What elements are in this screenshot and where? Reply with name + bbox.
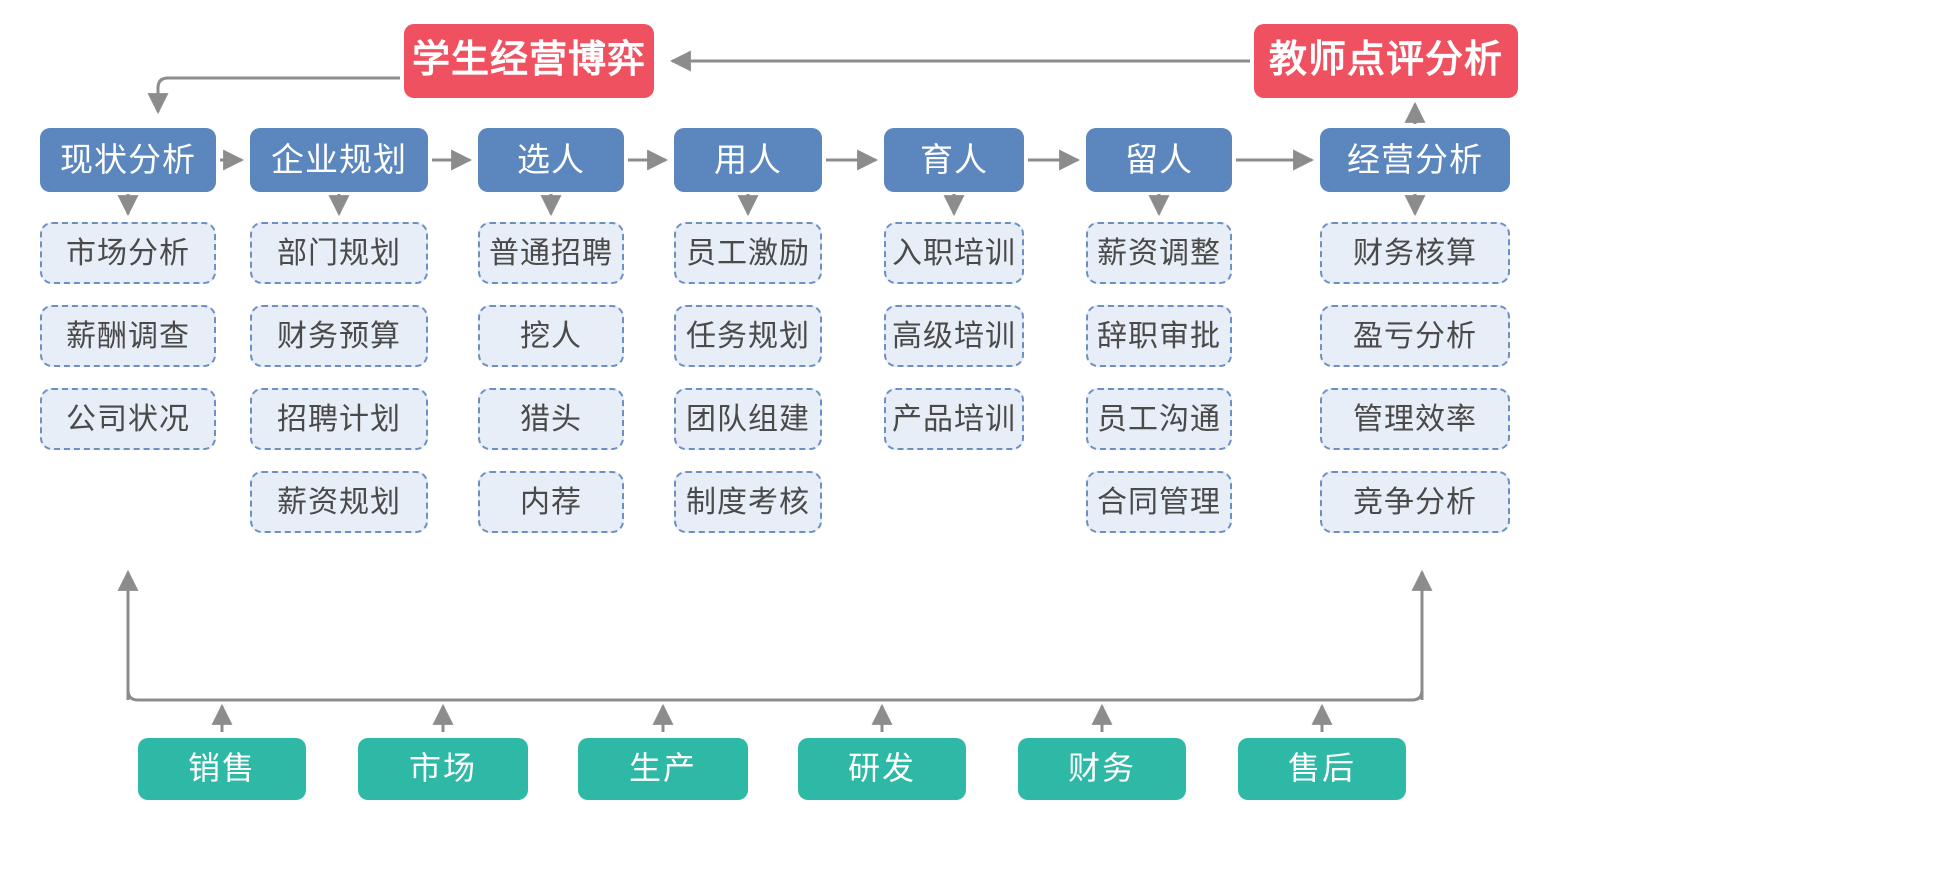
node-stage-current-analysis[interactable]: 现状分析 (40, 128, 216, 192)
item-label: 公司状况 (66, 402, 190, 436)
node-stage-enterprise-plan[interactable]: 企业规划 (250, 128, 428, 192)
item-salary-survey[interactable]: 薪酬调查 (40, 305, 216, 367)
node-label: 育人 (920, 140, 988, 178)
item-label: 市场分析 (66, 236, 190, 270)
item-general-recruit[interactable]: 普通招聘 (478, 222, 624, 284)
item-team-building[interactable]: 团队组建 (674, 388, 822, 450)
node-dept-aftersales[interactable]: 售后 (1238, 738, 1406, 800)
node-label: 学生经营博弈 (411, 39, 646, 82)
item-onboarding-training[interactable]: 入职培训 (884, 222, 1024, 284)
node-label: 选人 (517, 140, 585, 178)
node-dept-rnd[interactable]: 研发 (798, 738, 966, 800)
item-label: 辞职审批 (1097, 319, 1221, 353)
item-label: 高级培训 (892, 319, 1016, 353)
item-management-efficiency[interactable]: 管理效率 (1320, 388, 1510, 450)
item-market-analysis[interactable]: 市场分析 (40, 222, 216, 284)
node-stage-retain-people[interactable]: 留人 (1086, 128, 1232, 192)
item-label: 制度考核 (686, 485, 810, 519)
item-referral[interactable]: 内荐 (478, 471, 624, 533)
item-profit-loss-analysis[interactable]: 盈亏分析 (1320, 305, 1510, 367)
item-label: 员工激励 (686, 236, 810, 270)
item-label: 员工沟通 (1097, 402, 1221, 436)
item-label: 薪资调整 (1097, 236, 1221, 270)
item-label: 任务规划 (686, 319, 810, 353)
node-dept-sales[interactable]: 销售 (138, 738, 306, 800)
item-task-planning[interactable]: 任务规划 (674, 305, 822, 367)
node-dept-market[interactable]: 市场 (358, 738, 528, 800)
node-label: 现状分析 (60, 140, 196, 178)
node-teacher-review[interactable]: 教师点评分析 (1254, 24, 1518, 98)
item-employee-communication[interactable]: 员工沟通 (1086, 388, 1232, 450)
node-label: 留人 (1125, 140, 1193, 178)
item-poaching[interactable]: 挖人 (478, 305, 624, 367)
item-advanced-training[interactable]: 高级培训 (884, 305, 1024, 367)
item-financial-accounting[interactable]: 财务核算 (1320, 222, 1510, 284)
edge-student-to-current (147, 76, 400, 115)
node-label: 用人 (714, 140, 782, 178)
item-contract-management[interactable]: 合同管理 (1086, 471, 1232, 533)
node-label: 销售 (187, 750, 256, 787)
item-finance-budget[interactable]: 财务预算 (250, 305, 428, 367)
node-label: 企业规划 (271, 140, 407, 178)
item-department-plan[interactable]: 部门规划 (250, 222, 428, 284)
node-student-game[interactable]: 学生经营博弈 (404, 24, 654, 98)
node-label: 教师点评分析 (1268, 39, 1503, 82)
item-label: 普通招聘 (489, 236, 613, 270)
item-product-training[interactable]: 产品培训 (884, 388, 1024, 450)
item-label: 招聘计划 (277, 402, 401, 436)
node-label: 市场 (408, 750, 477, 787)
item-salary-plan[interactable]: 薪资规划 (250, 471, 428, 533)
item-label: 挖人 (520, 319, 582, 353)
node-stage-use-people[interactable]: 用人 (674, 128, 822, 192)
item-salary-adjustment[interactable]: 薪资调整 (1086, 222, 1232, 284)
item-competition-analysis[interactable]: 竞争分析 (1320, 471, 1510, 533)
item-company-status[interactable]: 公司状况 (40, 388, 216, 450)
node-label: 生产 (628, 750, 697, 787)
item-label: 产品培训 (892, 402, 1016, 436)
node-label: 研发 (847, 750, 916, 787)
node-stage-develop-people[interactable]: 育人 (884, 128, 1024, 192)
item-label: 薪资规划 (277, 485, 401, 519)
item-label: 合同管理 (1097, 485, 1221, 519)
item-label: 财务核算 (1353, 236, 1477, 270)
item-label: 竞争分析 (1353, 485, 1477, 519)
item-label: 入职培训 (892, 236, 1016, 270)
node-dept-production[interactable]: 生产 (578, 738, 748, 800)
item-label: 猎头 (520, 402, 582, 436)
item-label: 薪酬调查 (66, 319, 190, 353)
item-system-assessment[interactable]: 制度考核 (674, 471, 822, 533)
node-stage-business-analysis[interactable]: 经营分析 (1320, 128, 1510, 192)
item-headhunting[interactable]: 猎头 (478, 388, 624, 450)
item-employee-motivation[interactable]: 员工激励 (674, 222, 822, 284)
item-recruit-plan[interactable]: 招聘计划 (250, 388, 428, 450)
item-resignation-approval[interactable]: 辞职审批 (1086, 305, 1232, 367)
node-stage-select-people[interactable]: 选人 (478, 128, 624, 192)
item-label: 财务预算 (277, 319, 401, 353)
node-label: 财务 (1067, 750, 1136, 787)
item-label: 管理效率 (1353, 402, 1477, 436)
item-label: 盈亏分析 (1353, 319, 1477, 353)
node-label: 经营分析 (1347, 140, 1483, 178)
node-label: 售后 (1287, 750, 1356, 787)
item-label: 内荐 (520, 485, 582, 519)
edge-bus-line (126, 689, 1424, 702)
node-dept-finance[interactable]: 财务 (1018, 738, 1186, 800)
item-label: 部门规划 (277, 236, 401, 270)
item-label: 团队组建 (686, 402, 810, 436)
